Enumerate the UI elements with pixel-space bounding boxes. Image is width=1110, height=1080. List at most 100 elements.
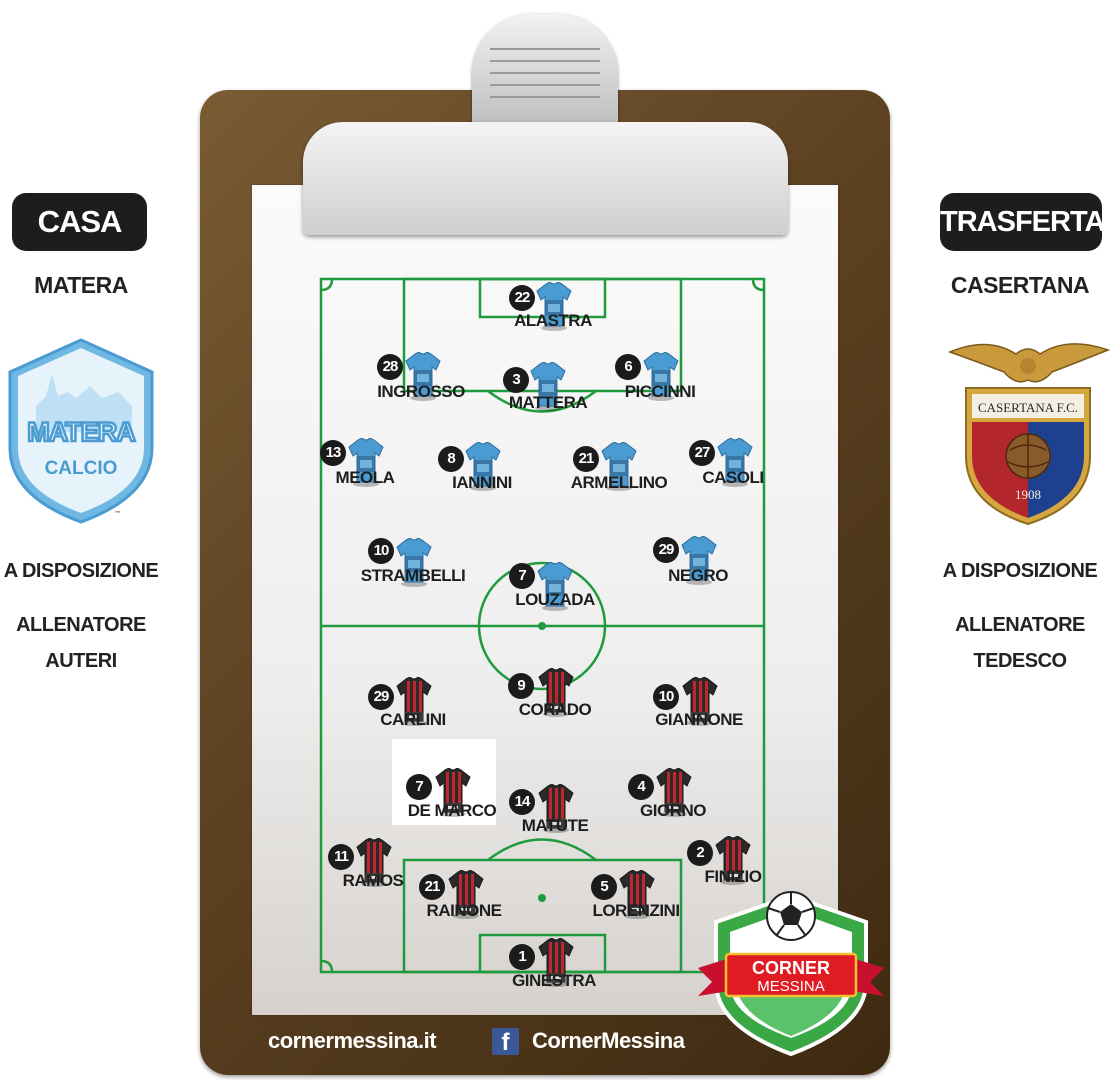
corner-messina-logo: CORNER MESSINA (698, 891, 884, 1057)
player-name: GINESTRA (512, 971, 596, 990)
player-number-badge: 10 (653, 684, 679, 710)
home-jersey-icon (643, 352, 679, 401)
home-player-7 (601, 442, 637, 491)
player-name: CARLINI (380, 710, 446, 729)
away-team-name: CASERTANA (950, 272, 1090, 298)
away-player-9 (448, 870, 484, 919)
player-number-badge: 2 (687, 840, 713, 866)
home-jersey-icon (681, 536, 717, 585)
player-name: ALASTRA (514, 311, 592, 330)
casertana-crest-icon: CASERTANA F.C. 1908 (948, 343, 1110, 526)
home-jersey-icon (405, 352, 441, 401)
matera-crest-title: MATERA (27, 417, 135, 447)
matera-crest-tm: ™ (114, 510, 121, 518)
player-number-badge: 10 (368, 538, 394, 564)
home-player-4 (643, 352, 679, 401)
away-player-10 (619, 870, 655, 919)
home-team-panel: CASA MATERA MATERA CALCIO ™ A DISPOSIZIO… (0, 0, 170, 1080)
away-jersey-icon (538, 938, 574, 987)
away-bench-label: A DISPOSIZIONE (942, 560, 1098, 582)
home-player-5 (348, 438, 384, 487)
player-name: CASOLI (702, 468, 764, 487)
player-name: ARMELLINO (570, 473, 668, 492)
home-badge: CASA (12, 193, 147, 251)
home-jersey-icon (601, 442, 637, 491)
player-name: RAMOS (342, 871, 404, 890)
player-name: MEOLA (335, 468, 395, 487)
footer-site[interactable]: cornermessina.it (268, 1028, 437, 1053)
home-jersey-icon (717, 438, 753, 487)
logo-line2: MESSINA (757, 978, 825, 995)
away-player-8 (715, 836, 751, 885)
player-number-badge: 1 (509, 944, 535, 970)
matera-crest-sub: CALCIO (45, 458, 118, 479)
player-name: NEGRO (668, 566, 728, 585)
away-jersey-icon (435, 768, 471, 817)
away-jersey-icon (538, 668, 574, 717)
away-player-2 (538, 668, 574, 717)
player-name: DE MARCO (407, 801, 497, 820)
player-name: STRAMBELLI (360, 566, 466, 585)
player-number-badge: 7 (509, 563, 535, 589)
clip-ridge (490, 60, 600, 62)
player-name: CORADO (518, 700, 592, 719)
away-player-11 (538, 938, 574, 987)
away-jersey-icon (656, 768, 692, 817)
clip-ridge (490, 96, 600, 98)
player-name: FINIZIO (704, 867, 762, 886)
clip-ridge (490, 72, 600, 74)
player-number-badge: 5 (591, 874, 617, 900)
player-name: LORENZINI (592, 901, 680, 920)
clip-base (303, 122, 788, 235)
facebook-icon[interactable]: f (492, 1028, 519, 1056)
player-number-badge: 8 (438, 446, 464, 472)
player-name: MATTERA (508, 393, 588, 412)
home-jersey-icon (537, 562, 573, 611)
away-team-panel: TRASFERTA CASERTANA CASERTANA F.C. 1908 … (940, 0, 1110, 1080)
player-name: LOUZADA (515, 590, 595, 609)
home-jersey-icon (536, 282, 572, 331)
player-number-badge: 21 (419, 874, 445, 900)
home-team-name: MATERA (34, 272, 128, 298)
away-coach-name: TEDESCO (973, 650, 1067, 672)
away-jersey-icon (396, 677, 432, 726)
home-coach-name: AUTERI (45, 650, 117, 672)
home-player-11 (681, 536, 717, 585)
home-player-10 (537, 562, 573, 611)
logo-line1: CORNER (752, 958, 830, 978)
player-number-badge: 21 (573, 446, 599, 472)
player-name: INGROSSO (377, 382, 465, 401)
player-number-badge: 14 (509, 789, 535, 815)
clip-head (472, 14, 618, 129)
player-number-badge: 9 (508, 673, 534, 699)
away-player-7 (356, 838, 392, 887)
casertana-crest-year: 1908 (1015, 487, 1041, 502)
away-jersey-icon (448, 870, 484, 919)
away-player-3 (682, 677, 718, 726)
player-name: MATUTE (521, 816, 589, 835)
away-coach-label: ALLENATORE (955, 614, 1085, 636)
home-player-9 (396, 538, 432, 587)
player-number-badge: 29 (653, 537, 679, 563)
away-jersey-icon (538, 784, 574, 833)
away-player-1 (396, 677, 432, 726)
away-jersey-icon (356, 838, 392, 887)
away-jersey-icon (682, 677, 718, 726)
home-jersey-icon (396, 538, 432, 587)
footer-facebook-handle[interactable]: CornerMessina (532, 1028, 685, 1053)
home-player-3 (530, 362, 566, 411)
player-number-badge: 11 (328, 844, 354, 870)
home-jersey-icon (348, 438, 384, 487)
player-number-badge: 3 (503, 367, 529, 393)
player-number-badge: 7 (406, 774, 432, 800)
away-player-4 (435, 768, 471, 817)
away-player-5 (538, 784, 574, 833)
home-player-6 (465, 442, 501, 491)
player-number-badge: 6 (615, 354, 641, 380)
player-number-badge: 28 (377, 354, 403, 380)
player-number-badge: 22 (509, 285, 535, 311)
clip-ridge (490, 84, 600, 86)
player-number-badge: 29 (368, 684, 394, 710)
player-name: GIANNONE (655, 710, 743, 729)
